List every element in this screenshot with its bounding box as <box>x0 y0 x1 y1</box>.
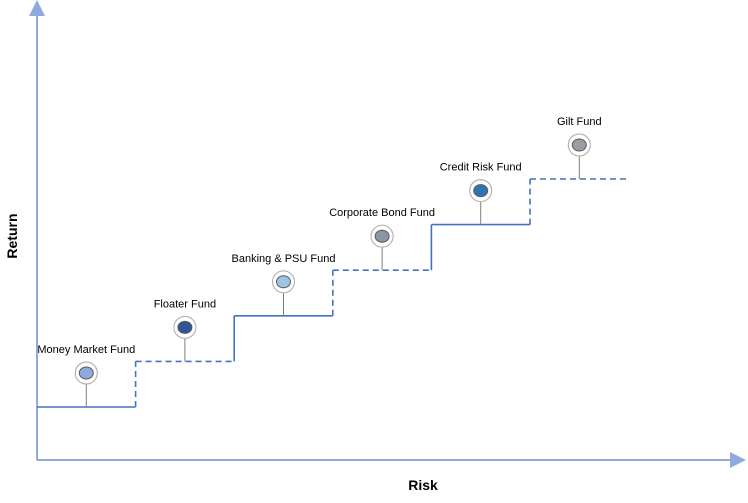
fund-label: Gilt Fund <box>557 116 602 128</box>
y-axis-label: Return <box>4 213 20 258</box>
fund-marker: Banking & PSU Fund <box>232 253 336 316</box>
marker-dot <box>78 366 94 380</box>
fund-marker: Credit Risk Fund <box>440 162 522 225</box>
marker-dot <box>177 320 193 334</box>
fund-label: Banking & PSU Fund <box>232 253 336 265</box>
fund-marker: Money Market Fund <box>37 344 135 407</box>
fund-markers: Money Market Fund Floater Fund Banking & P… <box>37 116 602 407</box>
fund-marker: Floater Fund <box>154 298 216 362</box>
fund-label: Money Market Fund <box>37 344 135 356</box>
marker-dot <box>374 229 390 243</box>
x-axis-label: Risk <box>408 477 438 493</box>
fund-label: Floater Fund <box>154 298 216 310</box>
marker-dot <box>276 275 291 289</box>
marker-dot <box>473 184 489 198</box>
fund-label: Credit Risk Fund <box>440 162 522 174</box>
fund-label: Corporate Bond Fund <box>329 207 435 219</box>
fund-marker: Corporate Bond Fund <box>329 207 435 271</box>
fund-marker: Gilt Fund <box>557 116 602 179</box>
marker-dot <box>571 138 587 152</box>
